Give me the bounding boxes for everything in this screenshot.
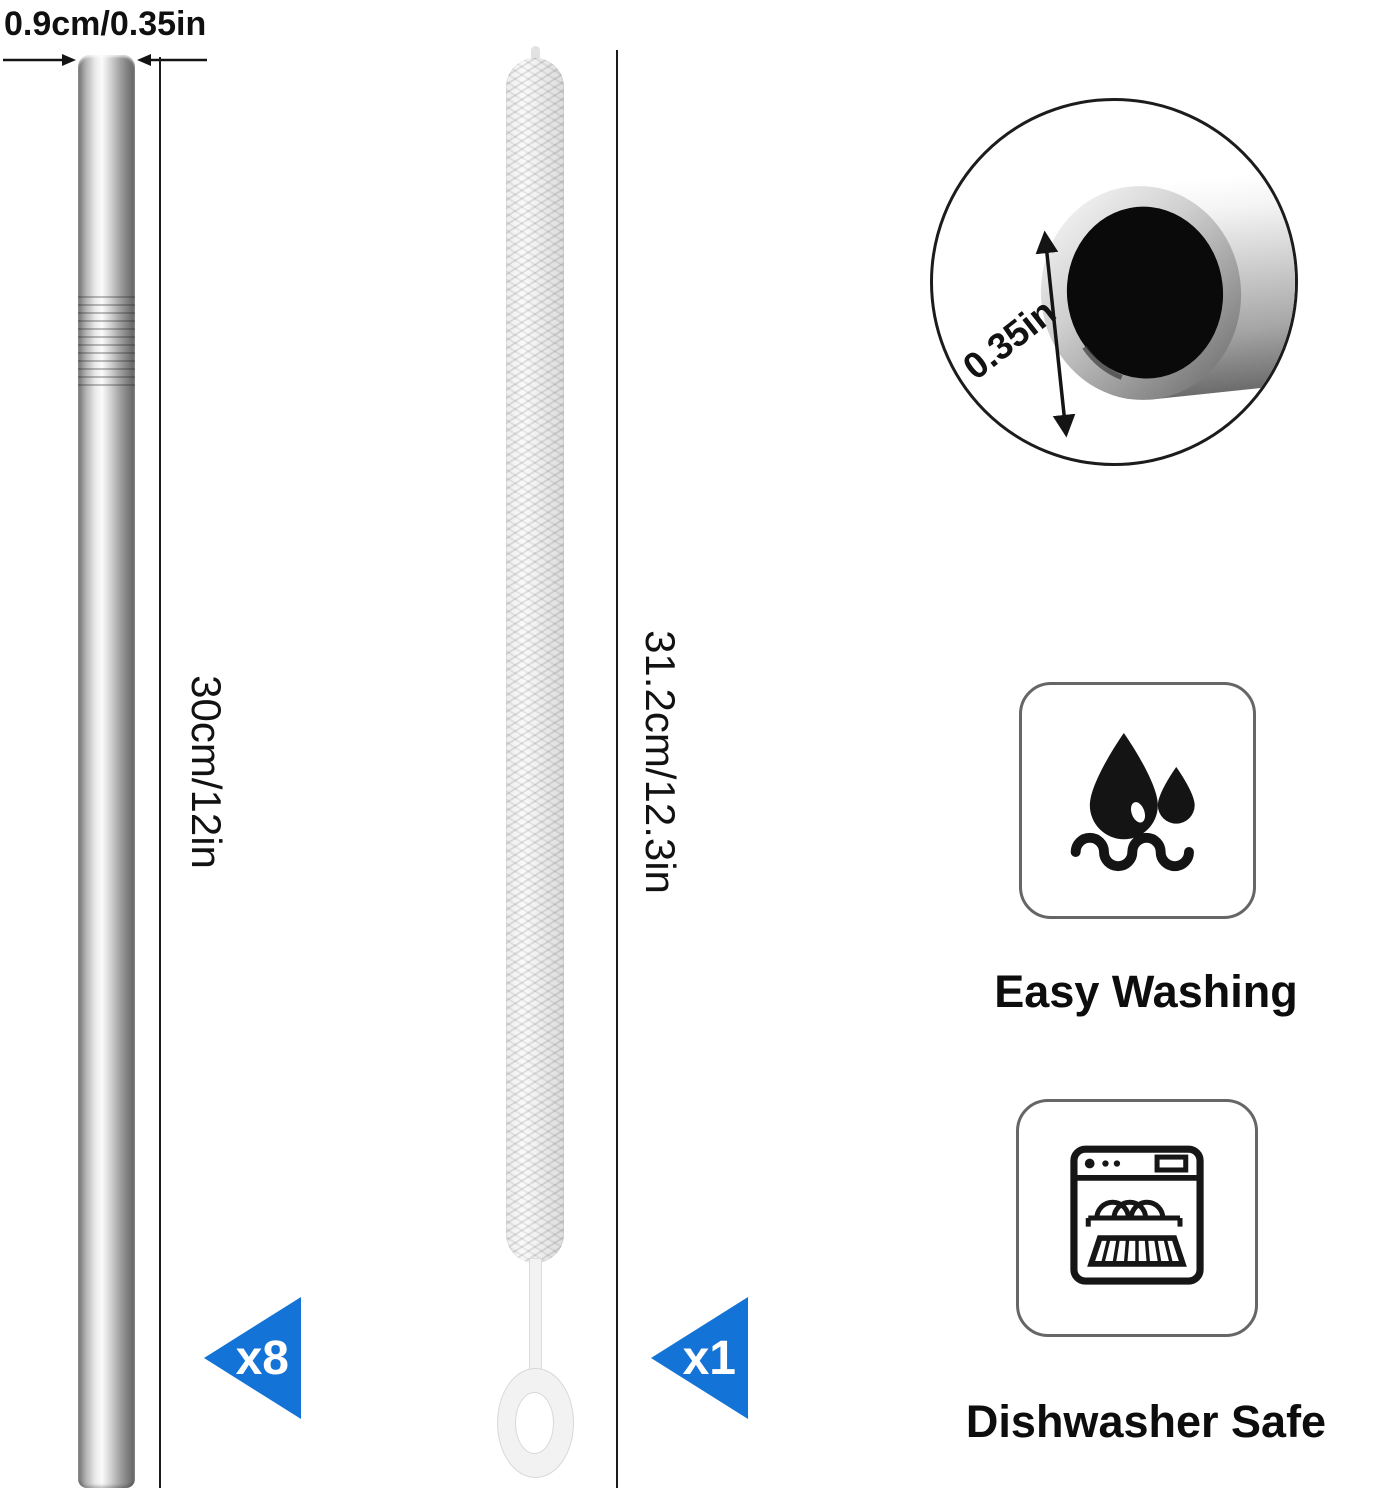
straw-opening-inset: 0.35in: [930, 98, 1298, 466]
easy-washing-label: Easy Washing: [994, 966, 1298, 1017]
straw-diameter-label: 0.9cm/0.35in: [4, 5, 207, 43]
inset-diameter-arrow-icon: [1035, 230, 1076, 438]
straw-length-line: [159, 57, 161, 1488]
dishwasher-safe-box: [1016, 1099, 1258, 1337]
diameter-arrows-icon: [3, 54, 207, 66]
water-drops-icon: [1070, 732, 1195, 871]
dishwasher-safe-label: Dishwasher Safe: [965, 1396, 1327, 1447]
brush-length-label: 31.2cm/12.3in: [637, 630, 684, 894]
inset-diameter-label: 0.35in: [955, 291, 1063, 388]
brush-length-line: [616, 50, 618, 1488]
brush-handle: [529, 1258, 542, 1374]
straw-count-label: x8: [235, 1331, 289, 1385]
straw-tube-render: 0.35in: [955, 163, 1295, 438]
steel-straw-image: [78, 55, 135, 1488]
cleaning-brush-image: [506, 58, 564, 1263]
straw-length-label: 30cm/12in: [183, 675, 230, 869]
brush-loop-handle: [497, 1368, 574, 1478]
straw-grip-ridges: [78, 296, 135, 392]
brush-loop-hole: [515, 1392, 554, 1454]
straw-count-badge: x8: [204, 1297, 301, 1419]
brush-count-label: x1: [682, 1331, 736, 1385]
easy-washing-box: [1019, 682, 1256, 919]
dishwasher-icon: [1070, 1145, 1204, 1285]
brush-count-badge: x1: [651, 1297, 748, 1419]
brush-wire-tip: [531, 46, 540, 64]
